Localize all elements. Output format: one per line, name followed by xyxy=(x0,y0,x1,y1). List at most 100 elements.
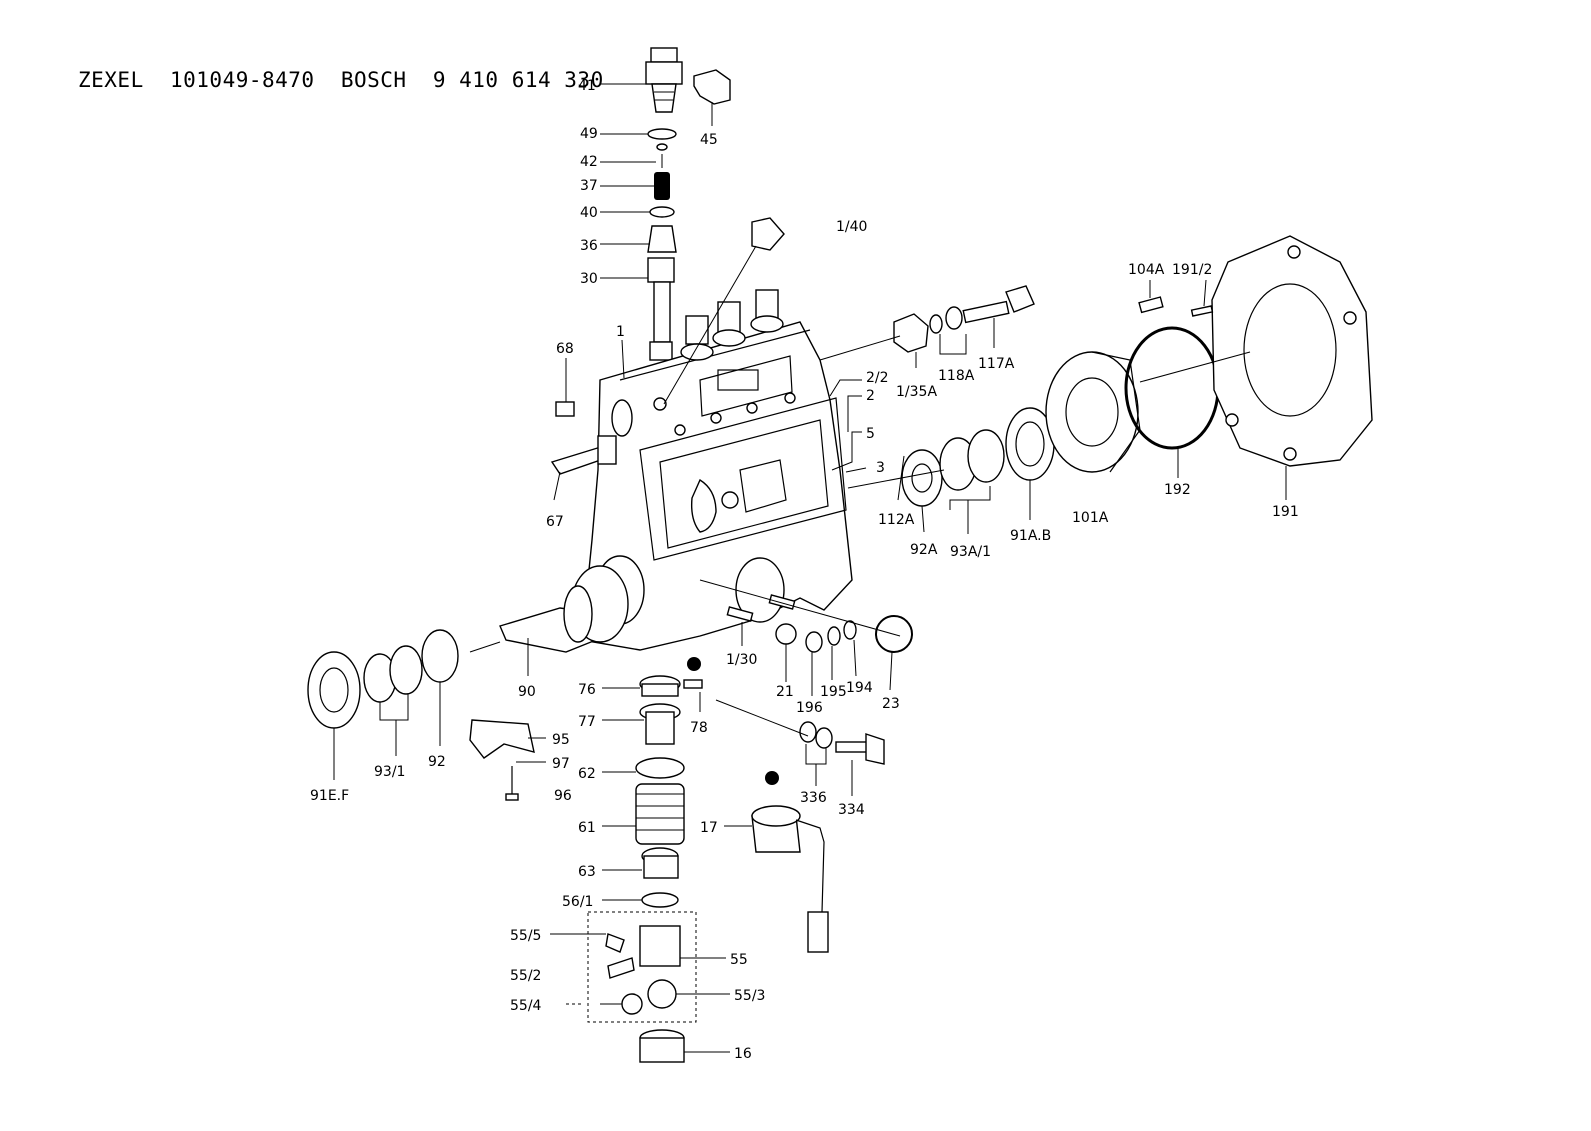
shim-ring xyxy=(641,892,679,908)
lever xyxy=(550,435,617,475)
upper-spring-seat xyxy=(635,757,685,779)
shaft-seal xyxy=(901,449,943,507)
part-labels: 41 45 49 42 37 40 36 30 1/40 1 68 67 1/3… xyxy=(310,78,1299,1062)
gasket-ring xyxy=(649,206,675,218)
washer-336b xyxy=(815,727,833,749)
label-41: 41 xyxy=(578,78,596,94)
label-90: 90 xyxy=(518,684,536,700)
label-101A: 101A xyxy=(1072,510,1109,526)
label-93A-1: 93A/1 xyxy=(950,544,991,560)
label-76: 76 xyxy=(578,682,596,698)
label-63: 63 xyxy=(578,864,596,880)
label-191: 191 xyxy=(1272,504,1299,520)
diagram-title: ZEXEL 101049-8470 BOSCH 9 410 614 330 xyxy=(78,68,604,92)
bearing-housing xyxy=(1045,351,1141,473)
washer-194 xyxy=(843,620,857,640)
label-93-1: 93/1 xyxy=(374,764,405,780)
label-30: 30 xyxy=(580,271,598,287)
o-ring xyxy=(647,128,677,140)
label-191-2: 191/2 xyxy=(1172,262,1212,278)
label-117A: 117A xyxy=(978,356,1015,372)
label-55-3: 55/3 xyxy=(734,988,765,1004)
washer xyxy=(929,314,943,334)
shim xyxy=(967,429,1005,483)
small-washer xyxy=(656,143,668,151)
plunger-spring xyxy=(635,783,685,845)
banjo-bolt xyxy=(962,285,1035,324)
seal-ring xyxy=(421,629,459,683)
half-shell-bearing xyxy=(469,719,535,759)
label-5: 5 xyxy=(866,426,875,442)
label-77: 77 xyxy=(578,714,596,730)
roller-tappet xyxy=(605,925,681,979)
label-42: 42 xyxy=(580,154,598,170)
shim xyxy=(389,645,423,695)
label-55-4: 55/4 xyxy=(510,998,542,1014)
mounting-flange xyxy=(1211,235,1373,467)
delivery-outlets xyxy=(680,289,784,361)
spring-seat xyxy=(639,703,681,745)
solenoid-valve xyxy=(751,805,829,953)
label-95: 95 xyxy=(552,732,570,748)
bolt-334 xyxy=(835,733,885,765)
label-196: 196 xyxy=(796,700,823,716)
studs-1-30 xyxy=(726,594,796,622)
label-55-5: 55/5 xyxy=(510,928,541,944)
label-334: 334 xyxy=(838,802,865,818)
screw-small xyxy=(505,766,519,801)
label-97: 97 xyxy=(552,756,570,772)
label-45: 45 xyxy=(700,132,718,148)
marker-dot xyxy=(687,657,701,671)
roller-tappet-group xyxy=(587,911,697,1023)
label-49: 49 xyxy=(580,126,598,142)
washer xyxy=(945,306,963,330)
label-55-2: 55/2 xyxy=(510,968,541,984)
washer-195 xyxy=(827,626,841,646)
control-sleeve xyxy=(639,675,681,697)
label-112A: 112A xyxy=(878,512,915,528)
clip-part xyxy=(693,69,731,105)
plug-screw xyxy=(555,401,575,417)
label-17: 17 xyxy=(700,820,718,836)
washer-336a xyxy=(799,721,817,743)
screw-78 xyxy=(683,679,703,689)
label-1: 1 xyxy=(616,324,625,340)
label-55: 55 xyxy=(730,952,748,968)
label-56-1: 56/1 xyxy=(562,894,593,910)
overflow-valve xyxy=(893,313,929,353)
label-91AB: 91A.B xyxy=(1010,528,1051,544)
delivery-valve-holder xyxy=(645,47,683,113)
label-336: 336 xyxy=(800,790,827,806)
label-61: 61 xyxy=(578,820,596,836)
lower-spring-seat xyxy=(641,847,679,879)
label-92A: 92A xyxy=(910,542,938,558)
leader-lines xyxy=(333,83,1287,1053)
label-16: 16 xyxy=(734,1046,752,1062)
plunger-barrel xyxy=(647,257,675,361)
label-1-40: 1/40 xyxy=(836,219,867,235)
marker-dot xyxy=(765,771,779,785)
label-78: 78 xyxy=(690,720,708,736)
label-1-30: 1/30 xyxy=(726,652,757,668)
label-2-2: 2/2 xyxy=(866,370,889,386)
label-3: 3 xyxy=(876,460,885,476)
plug-16 xyxy=(639,1029,685,1063)
label-194: 194 xyxy=(846,680,873,696)
roller xyxy=(647,979,677,1009)
label-96: 96 xyxy=(554,788,572,804)
stud xyxy=(1190,305,1214,317)
label-23: 23 xyxy=(882,696,900,712)
delivery-valve-spring xyxy=(654,172,670,200)
o-ring-23 xyxy=(875,615,913,653)
label-40: 40 xyxy=(580,205,598,221)
label-92: 92 xyxy=(428,754,446,770)
label-195: 195 xyxy=(820,684,847,700)
label-118A: 118A xyxy=(938,368,975,384)
label-21: 21 xyxy=(776,684,794,700)
label-1-35A: 1/35A xyxy=(896,384,937,400)
nut-21 xyxy=(775,623,797,645)
nut-196 xyxy=(805,631,823,653)
o-ring-large xyxy=(1124,326,1220,450)
delivery-valve xyxy=(647,225,677,253)
